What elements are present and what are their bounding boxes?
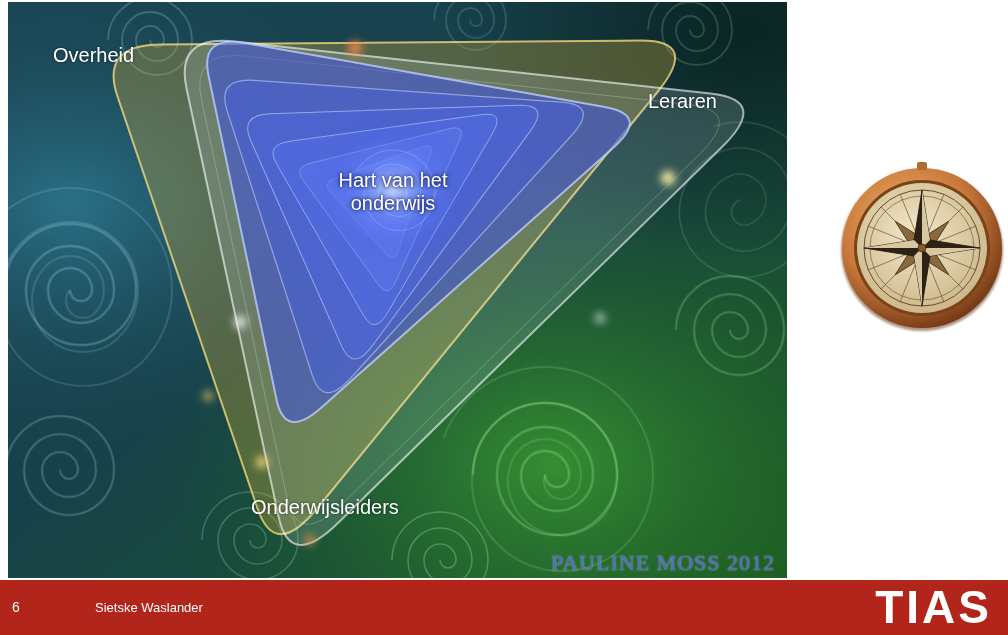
slide-number: 6 (12, 599, 20, 616)
node-text: Hart van het onderwijs (337, 169, 449, 215)
actor-label: Overheid (53, 43, 134, 67)
actor-label: Leraren (648, 89, 717, 113)
footer-bar (0, 580, 1008, 635)
logo-text: TIAS (875, 584, 992, 630)
heart-node: Hart van het onderwijs (337, 169, 449, 215)
actor-label: Onderwijsleiders (251, 495, 399, 519)
compass-icon (841, 162, 1003, 331)
watermark: PAULINE MOSS 2012 (551, 550, 775, 576)
author-name: Sietske Waslander (95, 600, 203, 616)
